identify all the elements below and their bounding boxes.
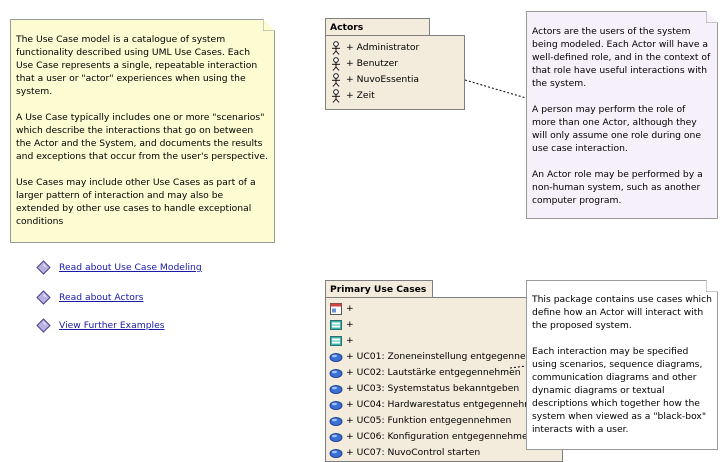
use-case-item[interactable]: + UC01: Zoneneinstellung entgegennehmen [329,349,552,365]
use-case-icon [329,401,343,410]
diagram-label: + [346,303,354,314]
use-case-item[interactable]: + UC03: Systemstatus bekanntgeben [329,381,519,397]
link-text[interactable]: View Further Examples [59,320,165,331]
diagram-label: + [346,319,354,330]
use-case-item[interactable]: + UC06: Konfiguration entgegennehmen [329,429,533,445]
use-case-item[interactable]: + UC02: Lautstärke entgegennehmen [329,365,521,381]
use-case-label: + UC06: Konfiguration entgegennehmen [346,431,534,442]
use-case-label: + UC05: Funktion entgegennehmen [346,415,512,426]
gem-icon [36,260,51,275]
actor-item[interactable]: + Administrator [329,40,419,56]
diagram-icon [330,336,342,346]
actor-icon [332,89,340,103]
diagram-icon [330,303,342,315]
diagram-icon [330,320,342,330]
use-case-item[interactable]: + UC07: NuvoControl starten [329,445,480,461]
link-actors[interactable]: Read about Actors [36,290,143,306]
primary-use-cases-package[interactable]: Primary Use Cases + + + + UC01: Zonenein… [325,280,565,462]
actors-description-note: Actors are the users of the system being… [526,11,718,219]
note-fold-icon [706,11,718,23]
use-case-label: + UC07: NuvoControl starten [346,447,481,458]
gem-icon [36,290,51,305]
actor-icon [332,41,340,55]
actor-icon [332,73,340,87]
link-text[interactable]: Read about Actors [59,292,144,303]
note-paragraph: The Use Case model is a catalogue of sys… [16,34,258,97]
use-case-item[interactable]: + UC04: Hardwarestatus entgegennehmen [329,397,545,413]
actor-label: + Zeit [346,90,375,101]
use-case-label: + UC04: Hardwarestatus entgegennehmen [346,399,545,410]
diagram-item[interactable]: + [329,301,354,317]
package-title: Primary Use Cases [325,280,433,298]
use-case-icon [329,369,343,378]
note-fold-icon [263,19,275,31]
use-case-icon [329,417,343,426]
actor-item[interactable]: + Benutzer [329,56,398,72]
actor-item[interactable]: + Zeit [329,88,375,104]
package-body [325,297,563,462]
actor-icon [332,57,340,71]
use-case-icon [329,449,343,458]
note-paragraph: Each interaction may be specified using … [532,346,707,435]
diagram-label: + [346,335,354,346]
use-case-label: + UC03: Systemstatus bekanntgeben [346,383,520,394]
note-paragraph: An Actor role may be performed by a non-… [532,169,703,206]
use-case-icon [329,353,343,362]
use-case-icon [329,433,343,442]
note-paragraph: This package contains use cases which de… [532,294,712,331]
diagram-item[interactable]: + [329,333,354,349]
note-paragraph: Use Cases may include other Use Cases as… [16,177,256,227]
actors-package[interactable]: Actors + Administrator + Benutzer + Nuvo… [325,18,465,110]
package-description-note: This package contains use cases which de… [526,280,718,450]
gem-icon [36,318,51,333]
link-use-case-modeling[interactable]: Read about Use Case Modeling [36,260,202,276]
note-paragraph: A person may perform the role of more th… [532,104,701,154]
link-further-examples[interactable]: View Further Examples [36,318,165,334]
use-case-label: + UC02: Lautstärke entgegennehmen [346,367,521,378]
actor-label: + NuvoEssentia [346,74,420,85]
note-paragraph: Actors are the users of the system being… [532,26,711,89]
use-case-label: + UC01: Zoneneinstellung entgegennehmen [346,351,552,362]
use-case-description-note: The Use Case model is a catalogue of sys… [10,19,275,243]
actor-item[interactable]: + NuvoEssentia [329,72,419,88]
note-fold-icon [706,280,718,292]
actor-label: + Benutzer [346,58,399,69]
note-paragraph: A Use Case typically includes one or mor… [16,112,268,162]
use-case-icon [329,385,343,394]
diagram-item[interactable]: + [329,317,354,333]
package-title: Actors [325,18,430,36]
use-case-item[interactable]: + UC05: Funktion entgegennehmen [329,413,511,429]
link-text[interactable]: Read about Use Case Modeling [59,262,202,273]
actor-label: + Administrator [346,42,420,53]
